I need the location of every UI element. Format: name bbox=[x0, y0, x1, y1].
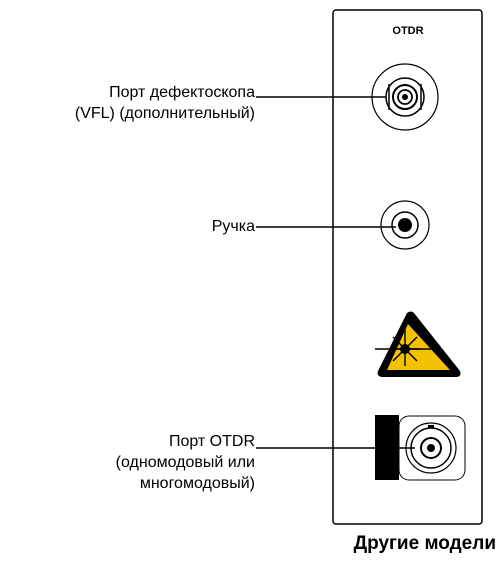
otdr-port-label-line2: (одномодовый или bbox=[115, 454, 255, 471]
fiber-connector-icon bbox=[371, 63, 439, 131]
vfl-port-label-line1: Порт дефектоскопа bbox=[109, 84, 255, 101]
vfl-port-label-line2: (VFL) (дополнительный) bbox=[74, 105, 255, 122]
figure-caption: Другие модели bbox=[353, 533, 496, 554]
otdr-port-label-line3: многомодовый) bbox=[139, 475, 255, 492]
callout-lines bbox=[256, 96, 415, 449]
laser-warning-icon bbox=[375, 311, 461, 377]
handle-knob-icon bbox=[380, 200, 430, 250]
handle-label-line1: Ручка bbox=[211, 218, 255, 235]
otdr-port-label: Порт OTDR (одномодовый или многомодовый) bbox=[35, 431, 255, 494]
vfl-port-label: Порт дефектоскопа (VFL) (дополнительный) bbox=[0, 82, 255, 124]
panel-title: OTDR bbox=[392, 25, 424, 37]
otdr-port-label-line1: Порт OTDR bbox=[168, 433, 255, 450]
module-panel bbox=[332, 9, 483, 525]
handle-label: Ручка bbox=[212, 216, 255, 237]
